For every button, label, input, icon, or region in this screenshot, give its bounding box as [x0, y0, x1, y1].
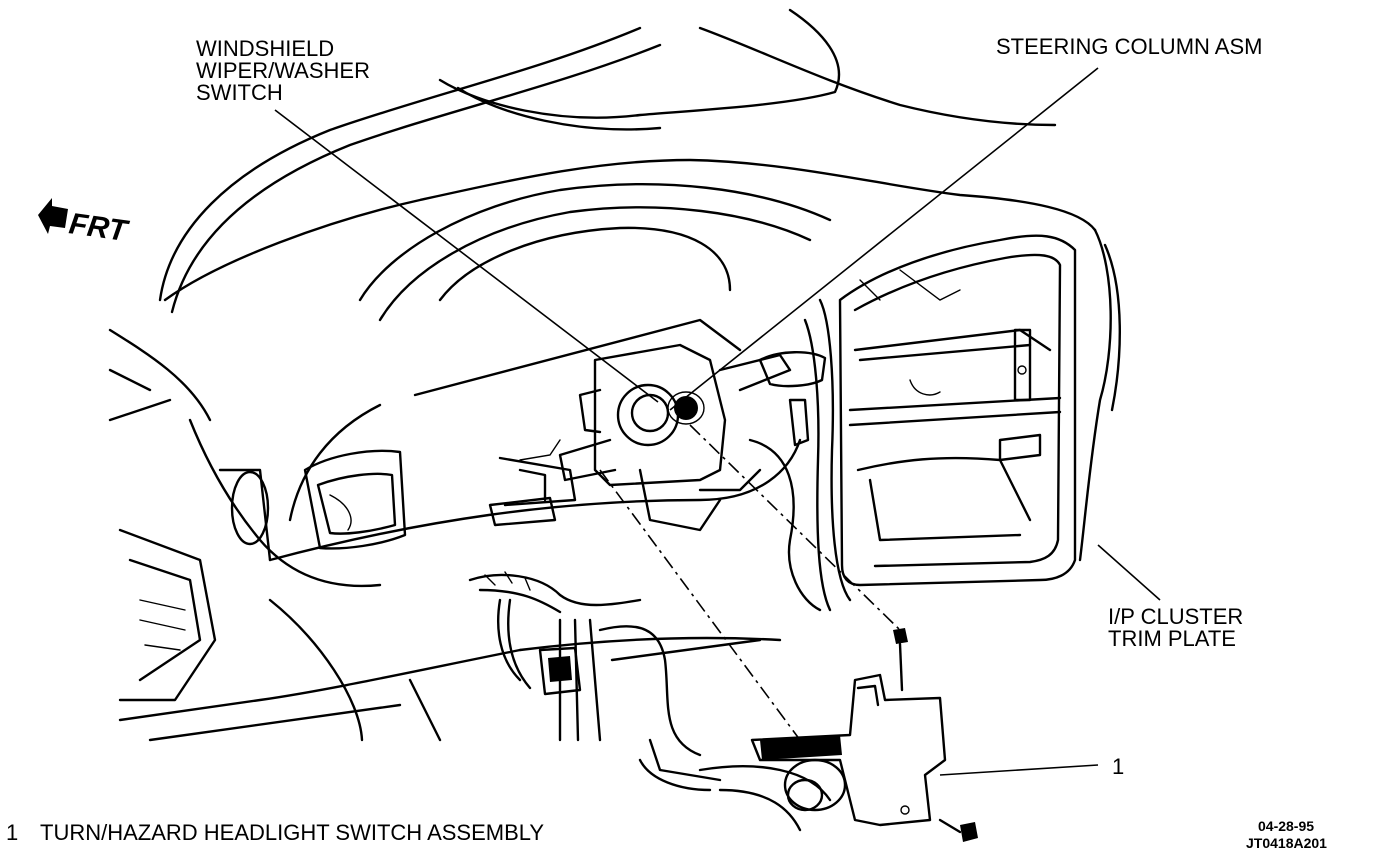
callout-trim-line-1: I/P CLUSTER: [1108, 604, 1243, 629]
callout-item-number: 1: [1112, 754, 1124, 779]
leader-lines: [274, 67, 1161, 776]
callout-steering-column: STEERING COLUMN ASM: [996, 34, 1262, 59]
figure-id: 04-28-95 JT0418A201: [1246, 818, 1327, 851]
callout-wiper-line-2: WIPER/WASHER: [196, 58, 370, 83]
callout-wiper-line-3: SWITCH: [196, 80, 283, 105]
front-direction-marker: FRT: [38, 198, 131, 248]
leader-wiper-switch: [274, 109, 659, 403]
legend-number: 1: [6, 820, 18, 845]
figure-date: 04-28-95: [1258, 818, 1314, 834]
callout-trim-line-2: TRIM PLATE: [1108, 626, 1236, 651]
leader-cluster-trim-plate: [1097, 544, 1161, 601]
legend: 1 TURN/HAZARD HEADLIGHT SWITCH ASSEMBLY: [6, 820, 544, 845]
dashboard-line-art: [108, 8, 1121, 842]
leader-steering-column: [669, 67, 1099, 411]
front-label: FRT: [67, 207, 131, 248]
legend-text: TURN/HAZARD HEADLIGHT SWITCH ASSEMBLY: [40, 820, 544, 845]
figure-code: JT0418A201: [1246, 835, 1327, 851]
callout-cluster-trim-plate: I/P CLUSTER TRIM PLATE: [1108, 604, 1243, 651]
front-arrow-icon: [38, 198, 68, 234]
leader-item-1: [939, 764, 1099, 776]
callout-wiper-switch: WINDSHIELD WIPER/WASHER SWITCH: [196, 36, 370, 105]
callout-wiper-line-1: WINDSHIELD: [196, 36, 334, 61]
